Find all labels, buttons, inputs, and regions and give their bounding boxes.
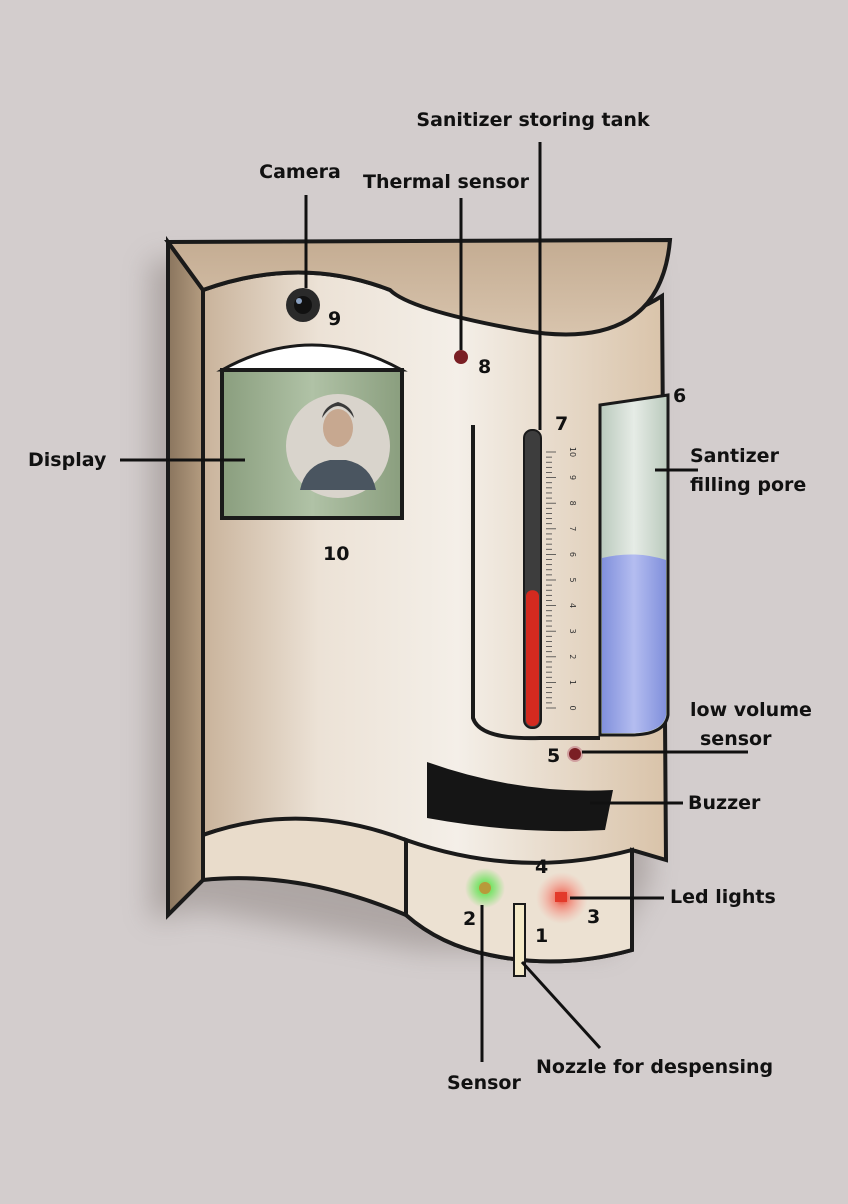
sanitizer-liquid — [602, 554, 666, 733]
number-9: 9 — [328, 308, 341, 330]
gauge-tick-label: 1 — [568, 680, 577, 685]
label-buzzer: Buzzer — [688, 792, 761, 814]
gauge-tick-label: 2 — [568, 654, 577, 659]
sensor-eye — [479, 882, 491, 894]
gauge-tick-label: 0 — [568, 705, 577, 710]
number-4: 4 — [535, 856, 548, 878]
thermal-sensor-dot — [454, 350, 468, 364]
label-filling-pore-2: filling pore — [690, 474, 806, 496]
side-panel — [166, 235, 205, 920]
label-sensor: Sensor — [447, 1072, 521, 1094]
display-hood — [216, 343, 408, 372]
leader-lines — [120, 142, 748, 1062]
gauge-tick-label: 9 — [568, 475, 577, 480]
low-volume-sensor-dot — [567, 746, 583, 762]
gauge-tick-label: 6 — [568, 552, 577, 557]
number-5: 5 — [547, 745, 560, 767]
gauge-scale: 0 1 2 3 4 5 6 7 8 9 10 — [546, 447, 577, 711]
top-cap — [164, 237, 673, 337]
label-low-volume-1: low volume — [690, 699, 812, 721]
number-8: 8 — [478, 356, 491, 378]
gauge-tick-label: 10 — [568, 447, 577, 457]
label-filling-pore-1: Santizer — [690, 445, 780, 467]
gauge-tick-label: 5 — [568, 577, 577, 582]
nozzle — [513, 903, 526, 977]
gauge-tick-label: 3 — [568, 629, 577, 634]
number-7: 7 — [555, 413, 568, 435]
label-camera: Camera — [259, 161, 341, 183]
level-gauge-fill — [526, 590, 539, 726]
number-2: 2 — [463, 908, 476, 930]
tank-groove — [471, 425, 600, 741]
sensor-panel — [404, 837, 634, 964]
label-led-lights: Led lights — [670, 886, 776, 908]
label-low-volume-2: sensor — [700, 728, 772, 750]
gauge-tick-label: 4 — [568, 603, 577, 608]
camera-lens-icon — [286, 288, 320, 322]
gauge-tick-label: 8 — [568, 501, 577, 506]
gauge-tick-label: 7 — [568, 526, 577, 531]
label-thermal-sensor: Thermal sensor — [363, 171, 530, 193]
red-led-core — [555, 892, 567, 902]
number-1: 1 — [535, 925, 548, 947]
label-sanitizer-tank: Sanitizer storing tank — [416, 109, 650, 131]
label-display: Display — [28, 449, 107, 471]
number-10: 10 — [323, 543, 349, 565]
buzzer-grille — [427, 762, 613, 832]
person-avatar-icon — [286, 394, 390, 498]
label-nozzle: Nozzle for despensing — [536, 1056, 773, 1078]
number-6: 6 — [673, 385, 686, 407]
number-3: 3 — [587, 906, 600, 928]
